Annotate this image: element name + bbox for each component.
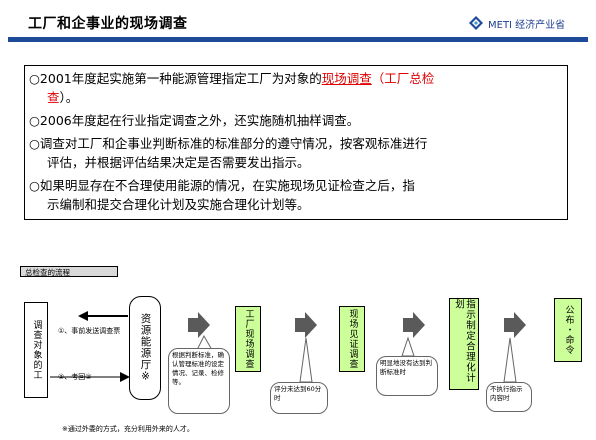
agency-box: 资源能源厅※ bbox=[129, 296, 161, 400]
instruction-box: 指示制定合理化计划 bbox=[449, 298, 479, 390]
bullet-3: ○调查对工厂和企事业判断标准的标准部分的遵守情况，按客观标准进行 bbox=[29, 134, 427, 153]
bullet-4-cont: 示编制和提交合理化计划及实施合理化计划等。 bbox=[47, 195, 310, 214]
block-arrow-1 bbox=[188, 312, 210, 338]
meti-logo-icon bbox=[469, 16, 483, 30]
callout-score: 评分未达到60分时 bbox=[270, 382, 328, 414]
block-arrows bbox=[188, 312, 526, 338]
logo-text: METI 经济产业省 bbox=[488, 19, 566, 31]
bullet-3-text: 调查对工厂和企事业判断标准的标准部分的遵守情况，按客观标准进行 bbox=[39, 136, 428, 151]
bullet-2: ○2006年度起在行业指定调查之外，还实施随机抽样调查。 bbox=[29, 111, 359, 130]
callout-not-exec: 不执行指示内容时 bbox=[486, 382, 532, 412]
block-arrow-3 bbox=[403, 312, 425, 338]
callout-criteria: 根据判断标准，确认管理标准的设定情况、记录、检修等。 bbox=[168, 348, 230, 414]
footnote: ※通过外委的方式，充分利用外来的人才。 bbox=[62, 425, 194, 433]
factory-survey-text: 工厂现场调查 bbox=[243, 309, 254, 369]
arrow-step2-head bbox=[120, 372, 130, 382]
survey-target-text: 调查对象的工 bbox=[31, 320, 42, 380]
bullet-1-red-cont: 查 bbox=[47, 90, 60, 105]
callout-tail-3 bbox=[401, 336, 415, 357]
onsite-check-box: 现场见证调查 bbox=[339, 306, 365, 372]
agency-text: 资源能源厅※ bbox=[139, 312, 152, 384]
callout-not-met: 明显地没有达到判断标准时 bbox=[376, 356, 438, 396]
meti-logo: METI 经济产业省 bbox=[468, 15, 565, 31]
bullet-3-text-cont: 评估，并根据评估结果决定是否需要发出指示。 bbox=[47, 155, 310, 170]
bullet-4: ○如果明显存在不合理使用能源的情况，在实施现场见证检查之后，指 bbox=[29, 176, 415, 195]
summary-box: ○2001年度起实施第一种能源管理指定工厂为对象的现场调查（工厂总检 查）。 ○… bbox=[24, 65, 568, 220]
arrow-step1-head bbox=[78, 311, 88, 321]
flow-label: 总检查的流程 bbox=[20, 266, 118, 277]
factory-survey-box: 工厂现场调查 bbox=[235, 306, 261, 372]
bullet-1: ○2001年度起实施第一种能源管理指定工厂为对象的现场调查（工厂总检 bbox=[29, 69, 565, 88]
instruction-text: 指示制定合理化计划 bbox=[453, 299, 475, 383]
onsite-survey-link[interactable]: 现场调查 bbox=[321, 71, 372, 86]
bullet-1-red: （工厂总检 bbox=[371, 71, 435, 86]
bullet-1-cont: 查）。 bbox=[47, 88, 78, 107]
bullet-circle-icon: ○ bbox=[29, 136, 40, 151]
page-title: 工厂和企事业的现场调查 bbox=[28, 16, 188, 32]
bullet-2-text: 2006年度起在行业指定调查之外，还实施随机抽样调查。 bbox=[39, 113, 360, 128]
step-1-note: ①、事前发送调查票 bbox=[58, 327, 121, 335]
onsite-check-text: 现场见证调查 bbox=[347, 309, 358, 369]
survey-target-box: 调查对象的工 bbox=[24, 302, 48, 398]
block-arrow-2 bbox=[295, 312, 317, 338]
announce-text: 公布・命令 bbox=[563, 305, 574, 355]
bullet-3-cont: 评估，并根据评估结果决定是否需要发出指示。 bbox=[47, 153, 310, 172]
step-2-note: ②、考回② bbox=[58, 373, 92, 381]
bullet-4-text: 如果明显存在不合理使用能源的情况，在实施现场见证检查之后，指 bbox=[39, 178, 415, 193]
callout-tail-2 bbox=[299, 337, 313, 383]
bullet-1-text: 2001年度起实施第一种能源管理指定工厂为对象的 bbox=[39, 71, 322, 86]
bullet-1-end: ）。 bbox=[59, 90, 79, 105]
callout-tail-4 bbox=[503, 337, 517, 383]
block-arrow-4 bbox=[504, 312, 526, 338]
announce-box: 公布・命令 bbox=[554, 298, 582, 362]
bullet-circle-icon: ○ bbox=[29, 113, 40, 128]
bullet-circle-icon: ○ bbox=[29, 71, 40, 86]
header-rule bbox=[8, 37, 588, 42]
bullet-4-text-cont: 示编制和提交合理化计划及实施合理化计划等。 bbox=[47, 197, 310, 212]
bullet-circle-icon: ○ bbox=[29, 178, 40, 193]
